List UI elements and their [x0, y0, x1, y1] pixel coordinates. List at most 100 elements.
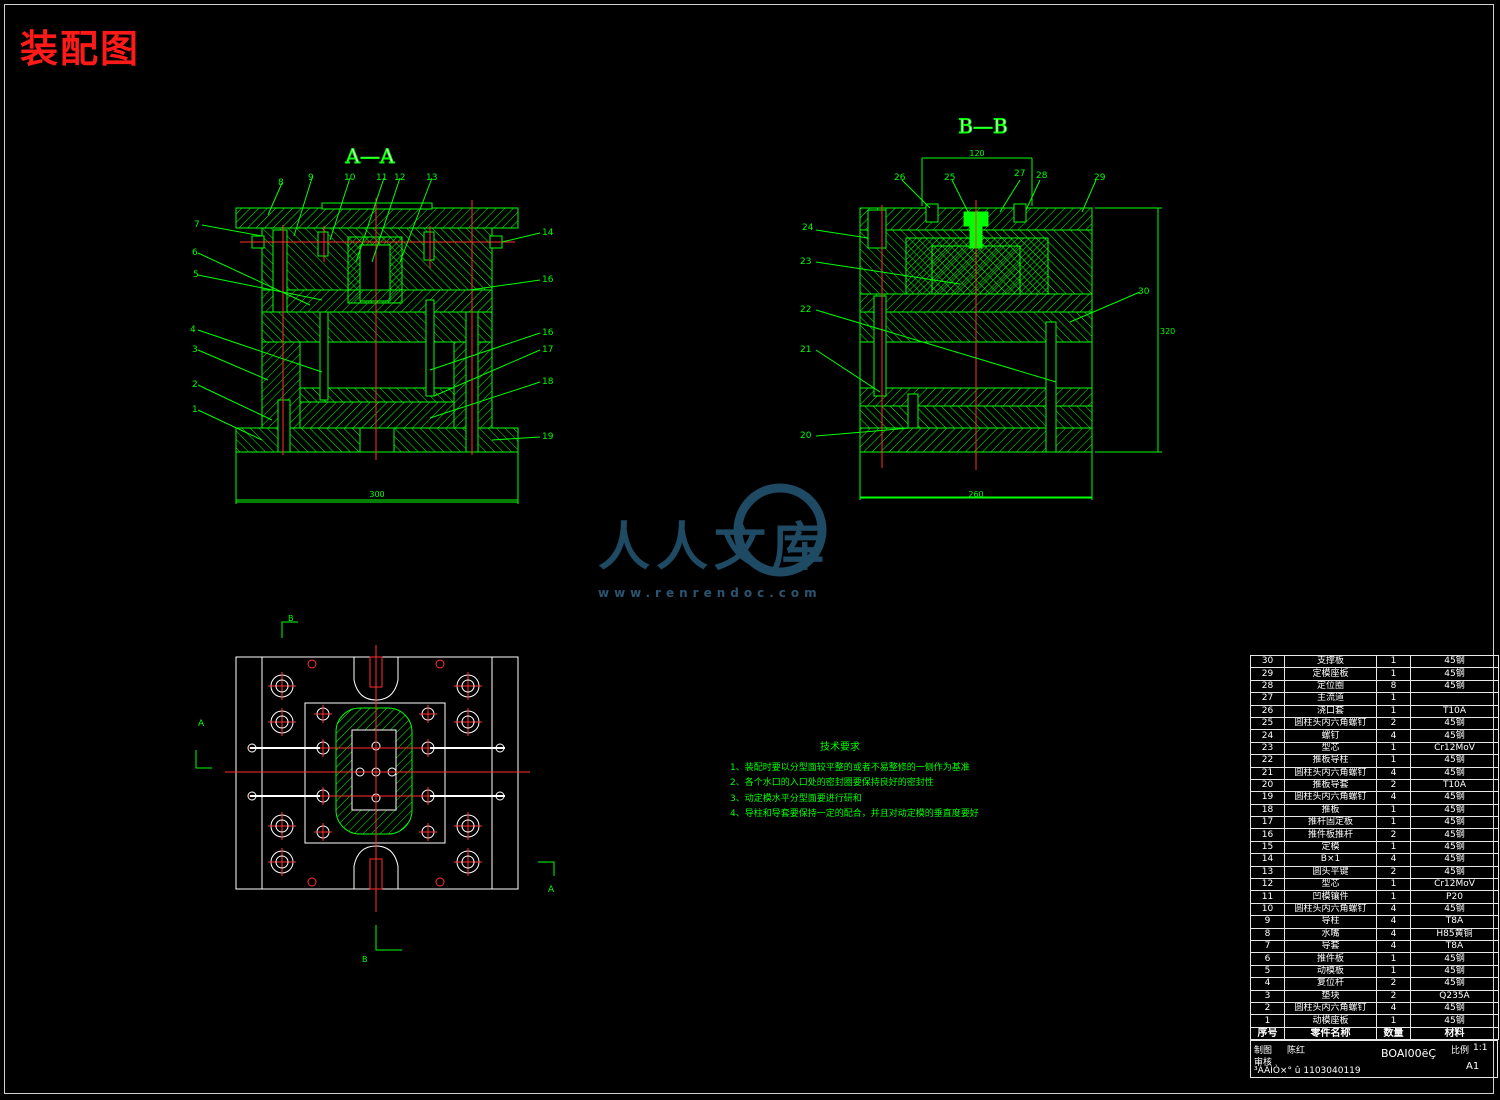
bom-cell: 45钢 [1410, 816, 1499, 830]
callout-leader [429, 332, 541, 371]
callout-label: 30 [1138, 287, 1150, 297]
callout-leader [815, 229, 869, 239]
bom-cell: 1 [1376, 890, 1411, 904]
bom-cell: 9 [1250, 915, 1285, 929]
plan-hole [435, 877, 445, 887]
bom-cell: 圆柱头内六角螺钉 [1284, 791, 1377, 805]
callout-label: 22 [800, 305, 811, 315]
bom-cell: 定模座板 [1284, 667, 1377, 681]
bom-cell: B×1 [1284, 853, 1377, 867]
callout-label: 18 [542, 377, 554, 387]
callout-leader [815, 309, 1057, 383]
plan-hole [307, 659, 317, 669]
bom-cell: 型芯 [1284, 878, 1377, 892]
bom-header-cell: 零件名称 [1284, 1026, 1377, 1041]
callout-label: 11 [376, 173, 387, 183]
bom-cell: 25 [1250, 716, 1285, 731]
callout-label: 21 [800, 345, 811, 355]
top-clamp-plate-aa [235, 207, 519, 229]
scale-value: 1:1 [1473, 1043, 1488, 1053]
drawing-name: BOAI00ëÇ [1381, 1047, 1437, 1060]
callout-label: 12 [394, 173, 405, 183]
callout-label: 9 [308, 173, 314, 183]
bom-cell: 4 [1376, 791, 1411, 805]
plan-hole [461, 679, 475, 693]
bom-cell: 1 [1376, 952, 1411, 966]
watermark-text: 人人文库 [598, 517, 831, 578]
callout-leader [355, 177, 385, 263]
bom-cell: 推板 [1284, 803, 1377, 818]
bom-cell: 4 [1376, 729, 1411, 743]
stripper-plate-aa [261, 289, 493, 313]
bom-cell: 2 [1376, 716, 1411, 731]
bom-cell: 45钢 [1410, 803, 1499, 818]
bom-cell: 1 [1376, 704, 1411, 718]
bom-cell: 1 [1376, 667, 1411, 681]
callout-leader [951, 179, 969, 213]
plan-hole [275, 855, 289, 869]
bom-cell: 45钢 [1410, 964, 1499, 979]
dim-width-aa: 300 [369, 490, 384, 499]
bom-cell: 45钢 [1410, 977, 1499, 991]
bom-cell: Q235A [1410, 989, 1499, 1003]
callout-label: 7 [194, 220, 200, 230]
bom-cell: 导套 [1284, 939, 1377, 954]
bom-cell: T10A [1410, 778, 1499, 793]
callout-leader [329, 177, 351, 241]
bom-header-cell: 数量 [1376, 1026, 1411, 1041]
callout-leader [201, 224, 263, 237]
bom-cell: 10 [1250, 902, 1285, 917]
callout-leader [371, 177, 401, 263]
bom-cell: 2 [1376, 778, 1411, 793]
bom-cell: P20 [1410, 890, 1499, 904]
callout-label: 2 [192, 380, 198, 390]
plan-holes [247, 659, 505, 887]
callout-label: 13 [426, 173, 437, 183]
bom-cell: 45钢 [1410, 840, 1499, 855]
bom-cell: 圆头平键 [1284, 865, 1377, 880]
moving-plate-aa [261, 311, 493, 343]
section-a-left-label: A [198, 719, 205, 729]
callout-leader [815, 427, 911, 437]
bom-cell: 45钢 [1410, 654, 1499, 669]
callout-label: 23 [800, 257, 811, 267]
bom-cell: 定模 [1284, 840, 1377, 855]
bom-cell: 1 [1376, 754, 1411, 768]
section-b-top-label: B [288, 614, 294, 623]
callout-label: 3 [192, 345, 198, 355]
callout-label: 20 [800, 431, 812, 441]
drawn-name: 陈红 [1287, 1046, 1306, 1056]
bom-cell: 19 [1250, 791, 1285, 805]
plan-hole [275, 679, 289, 693]
callout-leader [197, 329, 323, 373]
bom-cell: 导柱 [1284, 915, 1377, 929]
bom-cell: 凹模镶件 [1284, 890, 1377, 904]
bom-cell: 5 [1250, 964, 1285, 979]
bom-cell: 45钢 [1410, 667, 1499, 681]
view-title-bb: B—B [958, 114, 1007, 138]
callout-leader [197, 252, 311, 306]
bom-cell: 4 [1376, 915, 1411, 929]
bom-cell: 26 [1250, 704, 1285, 718]
bom-cell: 1 [1376, 840, 1411, 855]
bom-cell: 12 [1250, 878, 1285, 892]
bom-cell: 4 [1376, 902, 1411, 917]
bom-cell: Cr12MoV [1410, 878, 1499, 892]
bom-cell: 45钢 [1410, 853, 1499, 867]
callout-label: 8 [278, 178, 284, 188]
bom-cell: 30 [1250, 654, 1285, 669]
bom-cell: 推板导套 [1284, 778, 1377, 793]
callout-label: 5 [193, 270, 199, 280]
bom-cell: 14 [1250, 853, 1285, 867]
bom-cell: 7 [1250, 939, 1285, 954]
